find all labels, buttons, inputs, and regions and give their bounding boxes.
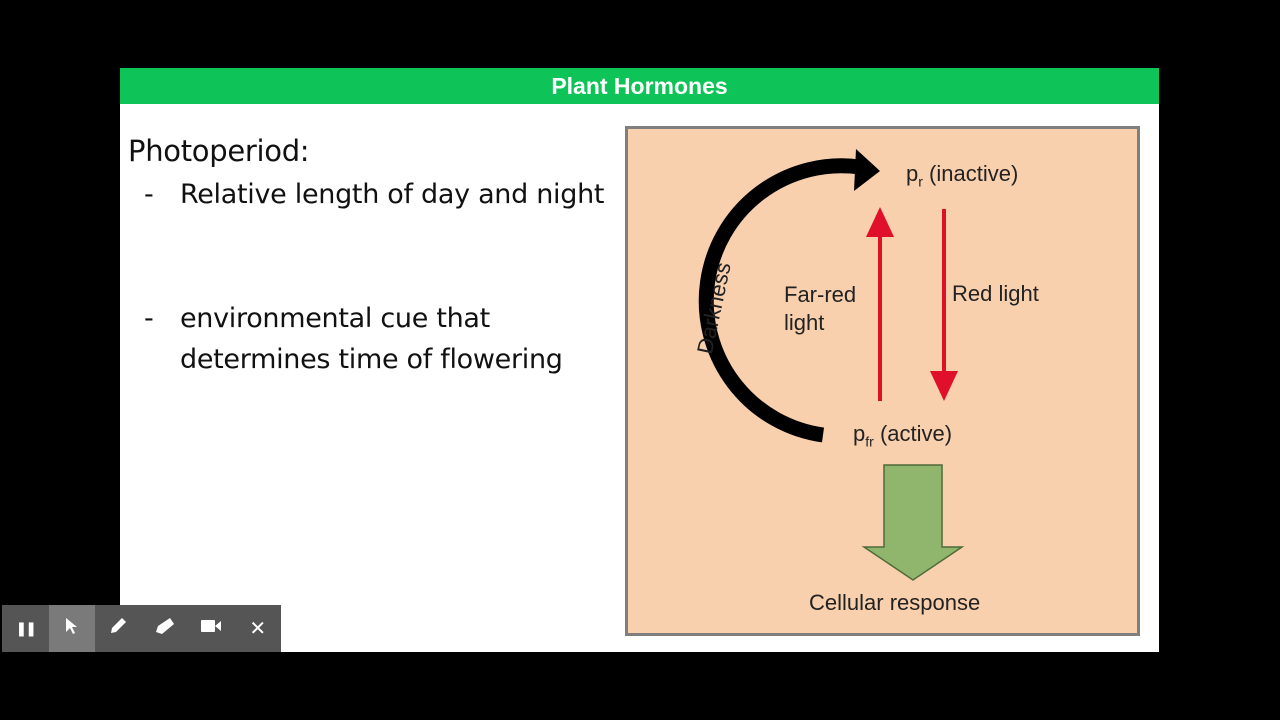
pr-label: pr (inactive) [906,161,1018,189]
diagram-arrows [698,149,965,581]
response-arrow [861,464,965,581]
camera-icon [200,617,222,640]
red-light-arrowhead [930,371,958,401]
far-red-line1: Far-red [784,282,857,307]
camera-button[interactable] [188,605,235,652]
slide-title: Plant Hormones [120,68,1159,104]
pfr-sub: fr [865,433,874,450]
pen-icon [108,616,128,642]
bullet-text: Relative length of day and night [180,179,605,210]
bullet-marker: - [144,303,154,334]
presentation-toolbar: ❚❚ ✕ [2,605,281,652]
far-red-line2: light [784,310,825,335]
pr-sub: r [918,173,923,190]
far-red-arrowhead [866,207,894,237]
pfr-state: (active) [879,421,953,446]
phytochrome-diagram: pr (inactive) Far-red light Red light Da… [625,126,1140,636]
bullet-marker: - [144,179,154,210]
close-button[interactable]: ✕ [235,605,282,652]
bullet-text: environmental cue that determines time o… [180,303,563,375]
pr-state: (inactive) [929,161,1019,186]
pr-base: p [906,161,919,186]
slide: Plant Hormones Photoperiod: - Relative l… [120,68,1159,652]
pen-button[interactable] [95,605,142,652]
pfr-label: pfr (active) [853,421,952,449]
close-icon: ✕ [249,618,267,640]
highlighter-button[interactable] [142,605,189,652]
far-red-label: Far-red light [784,281,856,337]
heading-photoperiod: Photoperiod: [128,134,310,168]
pause-button[interactable]: ❚❚ [2,605,49,652]
pause-icon: ❚❚ [15,620,38,636]
pfr-base: p [853,421,866,446]
darkness-arrow [698,158,862,443]
red-light-label: Red light [952,281,1039,306]
darkness-arrowhead [854,149,880,191]
cursor-icon [65,617,79,641]
cursor-button[interactable] [48,605,95,652]
highlighter-icon [154,616,176,642]
cellular-response-label: Cellular response [809,590,981,615]
